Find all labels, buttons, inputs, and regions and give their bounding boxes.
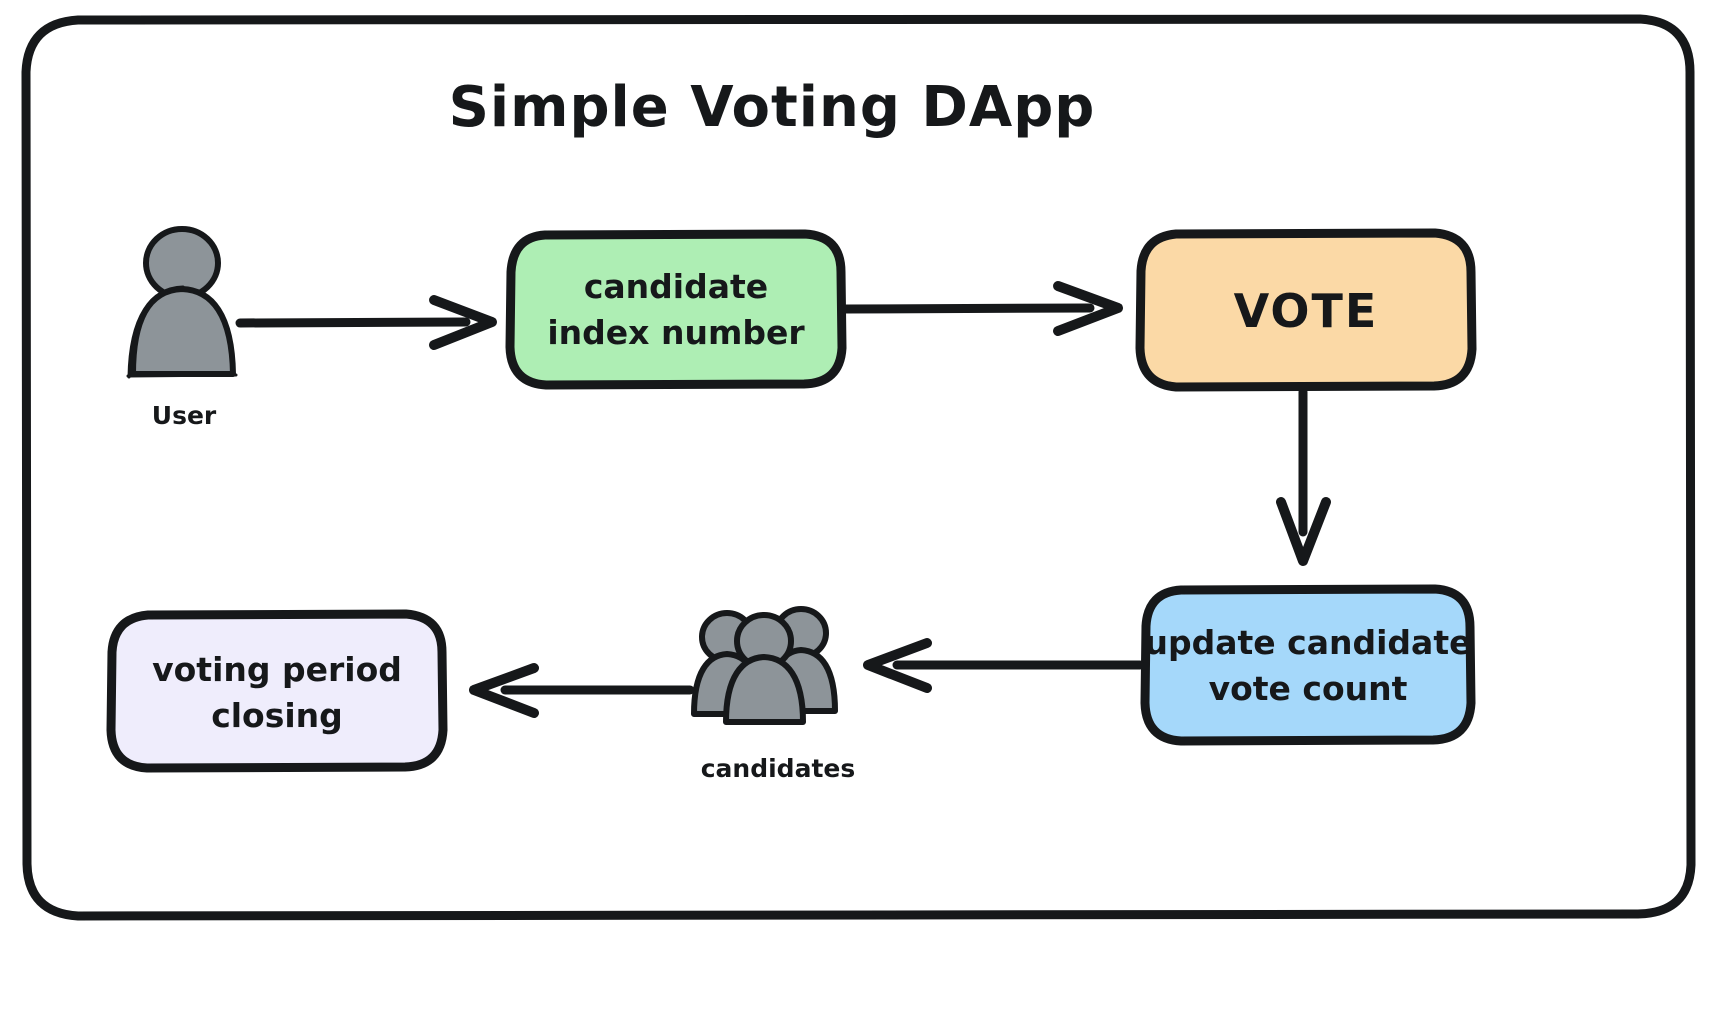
node-label-line2: vote count: [1209, 669, 1408, 708]
node-label-line1: update candidate: [1145, 623, 1472, 662]
user-person-icon: User: [126, 226, 238, 430]
node-voting-period-closing[interactable]: voting period closing: [106, 609, 448, 773]
node-label-line1: voting period: [152, 650, 402, 689]
user-icon-caption: User: [152, 401, 217, 430]
page-title: Simple Voting DApp: [449, 75, 1096, 140]
arrow-update-count-to-candidates: [863, 638, 1145, 693]
diagram-title: Simple Voting DApp: [449, 75, 1096, 140]
candidates-icon-caption: candidates: [701, 754, 856, 783]
arrow-vote-to-update-count: [1276, 387, 1331, 566]
arrow-candidates-to-voting-period-closing: [469, 663, 695, 718]
node-vote[interactable]: VOTE: [1135, 228, 1477, 392]
node-label-line2: closing: [211, 696, 343, 735]
node-label-line2: index number: [547, 313, 805, 352]
candidates-group-icon: candidates: [691, 606, 856, 783]
arrow-candidate-index-to-vote: [840, 281, 1123, 336]
node-update-candidate-vote-count[interactable]: update candidate vote count: [1140, 584, 1476, 746]
node-candidate-index-number[interactable]: candidate index number: [505, 229, 847, 390]
node-label-line1: candidate: [584, 267, 768, 306]
outer-frame: [21, 14, 1696, 921]
arrow-user-to-candidate-index: [235, 295, 497, 350]
node-label-vote: VOTE: [1234, 284, 1379, 338]
